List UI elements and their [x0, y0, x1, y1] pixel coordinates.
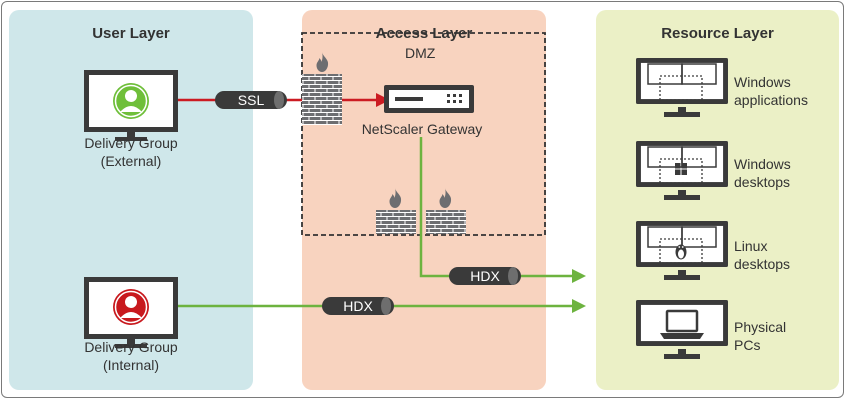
resource-windows-desktops	[636, 141, 728, 200]
resource-label-windows-apps: Windows applications	[734, 73, 808, 109]
linux-tux-icon	[675, 244, 687, 260]
resource-linux-desktops	[636, 221, 728, 280]
resource-label-line1: Windows	[734, 74, 791, 90]
resource-label-line1: Linux	[734, 238, 768, 254]
dmz-label: DMZ	[405, 45, 436, 61]
internal-hdx-arrowhead	[572, 299, 586, 313]
resource-label-windows-desktops: Windows desktops	[734, 155, 791, 191]
resource-label-line2: desktops	[734, 174, 791, 190]
external-group-label: Delivery Group (External)	[46, 134, 216, 170]
external-group-label-line1: Delivery Group	[84, 135, 178, 151]
resource-label-linux-desktops: Linux desktops	[734, 237, 790, 273]
dmz-outer-firewall	[302, 52, 342, 125]
internal-group-label: Delivery Group (Internal)	[46, 338, 216, 374]
internal-hdx-tunnel: HDX	[322, 297, 394, 315]
flame-icon	[316, 52, 329, 72]
gateway-label: NetScaler Gateway	[361, 121, 483, 137]
user-icon	[113, 289, 149, 325]
external-delivery-group-monitor	[84, 70, 178, 141]
dmz-inner-firewall-right	[426, 188, 466, 234]
monitor-icon	[636, 58, 728, 117]
ssl-arrowhead	[376, 93, 390, 107]
firewall-icon	[302, 74, 342, 125]
internal-delivery-group-monitor	[84, 277, 178, 348]
flame-icon	[439, 188, 452, 208]
ssl-tunnel: SSL	[215, 91, 287, 109]
windows-logo-icon	[675, 163, 687, 175]
resource-label-line2: PCs	[734, 337, 761, 353]
internal-group-label-line1: Delivery Group	[84, 339, 178, 355]
resource-physical-pcs	[636, 300, 728, 359]
user-layer-title: User Layer	[92, 25, 170, 42]
resource-label-physical-pcs: Physical PCs	[734, 318, 786, 354]
gateway-hdx-tunnel: HDX	[449, 267, 521, 285]
monitor-icon	[636, 300, 728, 359]
gateway-hdx-tunnel-label: HDX	[470, 268, 500, 284]
monitor-icon	[636, 221, 728, 280]
resource-label-line2: desktops	[734, 256, 791, 272]
gateway-appliance-icon	[384, 85, 474, 113]
dmz-boundary	[301, 32, 546, 236]
resource-layer-title: Resource Layer	[661, 25, 774, 42]
gateway-hdx-line	[419, 137, 572, 278]
gateway-hdx-arrowhead	[572, 269, 586, 283]
monitor-icon	[636, 141, 728, 200]
resource-windows-apps	[636, 58, 728, 117]
access-layer-panel: Access Layer	[302, 10, 546, 390]
internal-group-label-line2: (Internal)	[102, 357, 160, 373]
firewall-icon	[376, 210, 416, 234]
flame-icon	[389, 188, 402, 208]
resource-label-line1: Windows	[734, 156, 791, 172]
external-group-label-line2: (External)	[100, 153, 162, 169]
firewall-icon	[426, 210, 466, 234]
dmz-inner-firewall-left	[376, 188, 416, 234]
ssl-tunnel-label: SSL	[238, 92, 265, 108]
resource-label-line2: applications	[734, 92, 808, 108]
user-icon	[113, 83, 149, 119]
laptop-icon	[660, 309, 704, 339]
internal-hdx-tunnel-label: HDX	[343, 298, 373, 314]
resource-label-line1: Physical	[734, 319, 787, 335]
